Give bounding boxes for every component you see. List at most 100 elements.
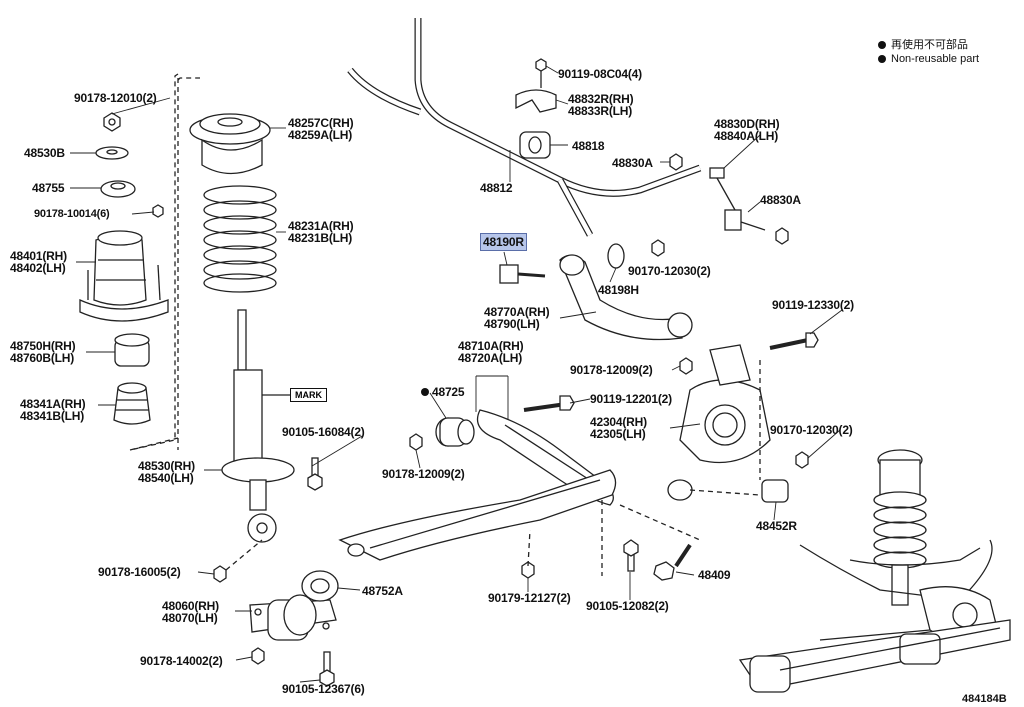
highlighted-part-48190r[interactable]: 48190R — [480, 233, 527, 251]
label-48530[interactable]: 48530(RH) 48540(LH) — [138, 460, 195, 484]
bushing-48452r — [761, 479, 789, 503]
label-48770a-rh: 48770A(RH) — [484, 305, 550, 319]
label-48832r[interactable]: 48832R(RH) 48833R(LH) — [568, 93, 634, 118]
lower-arm-rear — [338, 469, 617, 561]
label-48760b-lh: 48760B(LH) — [10, 351, 75, 365]
label-48720a-lh: 48720A(LH) — [458, 351, 523, 365]
bolt-90105-12367 — [319, 651, 335, 687]
label-48752a[interactable]: 48752A — [362, 584, 403, 598]
label-42304[interactable]: 42304(RH) 42305(LH) — [590, 416, 647, 440]
label-48060-rh: 48060(RH) — [162, 599, 219, 613]
bolt-90105-12082 — [623, 539, 639, 572]
label-48830d[interactable]: 48830D(RH) 48840A(LH) — [714, 117, 780, 143]
bullet-icon — [878, 55, 886, 64]
label-48530b[interactable]: 48530B — [24, 146, 65, 160]
label-90178-12009-b[interactable]: 90178-12009(2) — [382, 467, 465, 481]
label-48259a-lh: 48259A(LH) — [288, 128, 353, 142]
label-48190r[interactable]: 48190R — [480, 233, 527, 251]
assembly-inset — [738, 449, 1011, 693]
label-48257c[interactable]: 48257C(RH) 48259A(LH) — [288, 116, 354, 142]
label-90178-10014[interactable]: 90178-10014(6) — [34, 208, 110, 220]
nut-90178-16005 — [213, 565, 227, 583]
label-90179-12127[interactable]: 90179-12127(2) — [488, 591, 571, 605]
nut-90170-12030-a — [651, 239, 665, 257]
bushing-48755 — [100, 180, 136, 198]
bolt-90119-12330 — [769, 332, 819, 350]
bumper-48750h — [114, 333, 150, 367]
bushing-48752a — [301, 570, 339, 602]
label-90105-16084[interactable]: 90105-16084(2) — [282, 425, 365, 439]
upper-arm-48770a — [559, 254, 693, 341]
washer-48530b — [95, 146, 129, 160]
bolt-90105-16084 — [307, 457, 323, 491]
label-90119-12201[interactable]: 90119-12201(2) — [590, 392, 672, 406]
label-48530-rh: 48530(RH) — [138, 459, 195, 473]
label-48818[interactable]: 48818 — [572, 139, 605, 153]
label-90178-12010[interactable]: 90178-12010(2) — [74, 91, 157, 105]
label-90178-16005[interactable]: 90178-16005(2) — [98, 565, 181, 579]
stabilizer-bar-48812 — [347, 18, 702, 237]
assembly-dashed-line — [177, 77, 200, 81]
label-48231b-lh: 48231B(LH) — [288, 231, 353, 245]
label-90119-12330[interactable]: 90119-12330(2) — [772, 298, 854, 312]
stabilizer-link-48830d — [709, 167, 766, 231]
nut-90178-10014 — [152, 204, 164, 218]
legend-row-1: 再使用不可部品 — [878, 38, 979, 52]
label-48231a[interactable]: 48231A(RH) 48231B(LH) — [288, 219, 354, 245]
label-48750h-rh: 48750H(RH) — [10, 339, 76, 353]
label-90105-12082[interactable]: 90105-12082(2) — [586, 599, 669, 613]
nut-48830a-top — [669, 153, 683, 171]
label-48830d-rh: 48830D(RH) — [714, 117, 780, 131]
diagram-id: 484184B — [962, 693, 1007, 705]
legend: 再使用不可部品 Non-reusable part — [878, 38, 979, 66]
nut-90178-14002 — [251, 647, 265, 665]
nut-48830a-right — [775, 227, 789, 245]
label-90170-12030-b[interactable]: 90170-12030(2) — [770, 423, 853, 437]
label-48060[interactable]: 48060(RH) 48070(LH) — [162, 600, 219, 624]
label-48710a[interactable]: 48710A(RH) 48720A(LH) — [458, 339, 524, 365]
shock-absorber-48530 — [221, 309, 295, 543]
label-90105-12367[interactable]: 90105-12367(6) — [282, 682, 365, 696]
label-48750h[interactable]: 48750H(RH) 48760B(LH) — [10, 339, 76, 365]
label-48401[interactable]: 48401(RH) 48402(LH) — [10, 250, 67, 274]
leader-lines — [70, 65, 843, 683]
label-48710a-rh: 48710A(RH) — [458, 339, 524, 353]
label-90170-12030-a[interactable]: 90170-12030(2) — [628, 264, 711, 278]
label-48070-lh: 48070(LH) — [162, 611, 218, 625]
label-48840a-lh: 48840A(LH) — [714, 129, 779, 143]
label-48770a[interactable]: 48770A(RH) 48790(LH) — [484, 305, 550, 330]
label-48833r-lh: 48833R(LH) — [568, 104, 633, 118]
label-48231a-rh: 48231A(RH) — [288, 219, 354, 233]
label-48257c-rh: 48257C(RH) — [288, 116, 354, 130]
bolt-90119-12201 — [523, 395, 575, 412]
nut-90178-12009-b — [679, 357, 693, 375]
label-48755[interactable]: 48755 — [32, 181, 65, 195]
label-48409[interactable]: 48409 — [698, 568, 731, 582]
label-48341b-lh: 48341B(LH) — [20, 409, 85, 423]
suspension-support-48401 — [79, 230, 169, 322]
label-48341a-rh: 48341A(RH) — [20, 397, 86, 411]
label-48830a-right[interactable]: 48830A — [760, 193, 801, 207]
bump-stopper-48341a — [113, 382, 151, 425]
non-reusable-dot-48725 — [421, 388, 429, 396]
label-48830a-top[interactable]: 48830A — [612, 156, 653, 170]
label-90119-08c04[interactable]: 90119-08C04(4) — [558, 67, 642, 81]
nut-90178-12010 — [103, 112, 121, 132]
label-48402-lh: 48402(LH) — [10, 261, 66, 275]
label-48452r[interactable]: 48452R — [756, 519, 797, 533]
label-48725[interactable]: 48725 — [432, 385, 465, 399]
legend-row-2: Non-reusable part — [878, 52, 979, 66]
label-48341a[interactable]: 48341A(RH) 48341B(LH) — [20, 397, 86, 423]
bolt-90119-08c04 — [535, 58, 547, 72]
label-48198h[interactable]: 48198H — [598, 283, 639, 297]
bushing-48818 — [519, 131, 551, 159]
label-90178-14002[interactable]: 90178-14002(2) — [140, 654, 223, 668]
label-90178-12009-a[interactable]: 90178-12009(2) — [570, 363, 653, 377]
bushing-48725 — [435, 417, 475, 447]
bushing-48198h — [607, 243, 625, 269]
mark-callout: MARK — [290, 388, 327, 402]
spring-upper-seat-48257c — [189, 113, 271, 175]
label-48812[interactable]: 48812 — [480, 181, 513, 195]
nut-90178-12009-a — [409, 433, 423, 451]
